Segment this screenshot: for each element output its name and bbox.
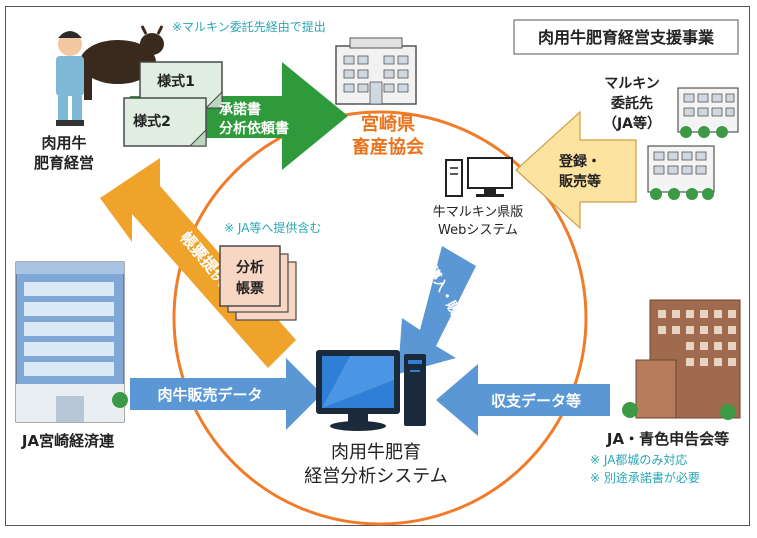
introduction-arrow: [398, 246, 476, 374]
ja-blue-label: JA・青色申告会等: [606, 430, 729, 448]
form2-label: 様式2: [133, 113, 171, 130]
note-separate-consent: ※ 別途承諾書が必要: [590, 470, 700, 485]
form1-label: 様式1: [157, 73, 195, 90]
beef-sales-label: 肉牛販売データ: [157, 386, 262, 404]
system-label-1: 肉用牛肥育: [331, 442, 421, 463]
note-marukin-via: ※マルキン委託先経由で提出: [172, 19, 326, 34]
marukin-label-1: マルキン: [604, 76, 660, 92]
beef-sales-arrow: [130, 358, 322, 430]
analysis-system-computer-icon: [316, 350, 426, 431]
note-ja-tosho: ※ JA都城のみ対応: [590, 453, 687, 467]
title-box-frame: [513, 19, 739, 55]
analysis-document: [219, 245, 297, 321]
analysis-label-1: 分析: [236, 259, 264, 276]
marukin-label-2: 委託先: [610, 95, 653, 112]
income-data-label: 収支データ等: [491, 392, 581, 410]
ja-blue-building-icon: [622, 299, 741, 420]
farmer-label-1: 肉用牛: [41, 134, 86, 152]
income-data-arrow: [436, 364, 610, 436]
consent-arrow: [130, 62, 348, 170]
ja-miyazaki-building-icon: [15, 261, 128, 423]
title-box: 肉用牛肥育経営支援事業: [538, 28, 715, 47]
analysis-label-2: 帳票: [236, 280, 264, 297]
marukin-building-icon-2: [647, 145, 715, 200]
diagram-frame: [5, 6, 750, 526]
ja-miyazaki-label: JA宮崎経済連: [21, 432, 115, 450]
association-label-1: 宮崎県: [361, 113, 415, 135]
consent-label-1: 承諾書: [219, 101, 261, 118]
marukin-label-3: （JA等）: [603, 115, 661, 132]
consent-label-2: 分析依頼書: [219, 120, 289, 137]
registration-arrow: [515, 110, 637, 230]
flow-circle: [172, 110, 588, 526]
web-system-label-2: Webシステム: [438, 223, 518, 238]
system-label-2: 経営分析システム: [304, 466, 447, 487]
note-ja-included: ※ JA等へ提供含む: [224, 220, 321, 235]
farmer-icon: [56, 31, 84, 126]
marukin-building-icon-1: [677, 87, 739, 138]
web-computer-icon: [445, 157, 513, 197]
form2-document: [123, 97, 207, 147]
cow-icon: [80, 25, 164, 100]
farmer-label-2: 肥育経営: [34, 154, 94, 172]
association-label-2: 畜産協会: [352, 136, 424, 158]
web-system-label-1: 牛マルキン県版: [433, 205, 524, 220]
association-building-icon: [335, 37, 417, 105]
registration-label-1: 登録・: [558, 153, 601, 170]
registration-label-2: 販売等: [559, 173, 601, 190]
